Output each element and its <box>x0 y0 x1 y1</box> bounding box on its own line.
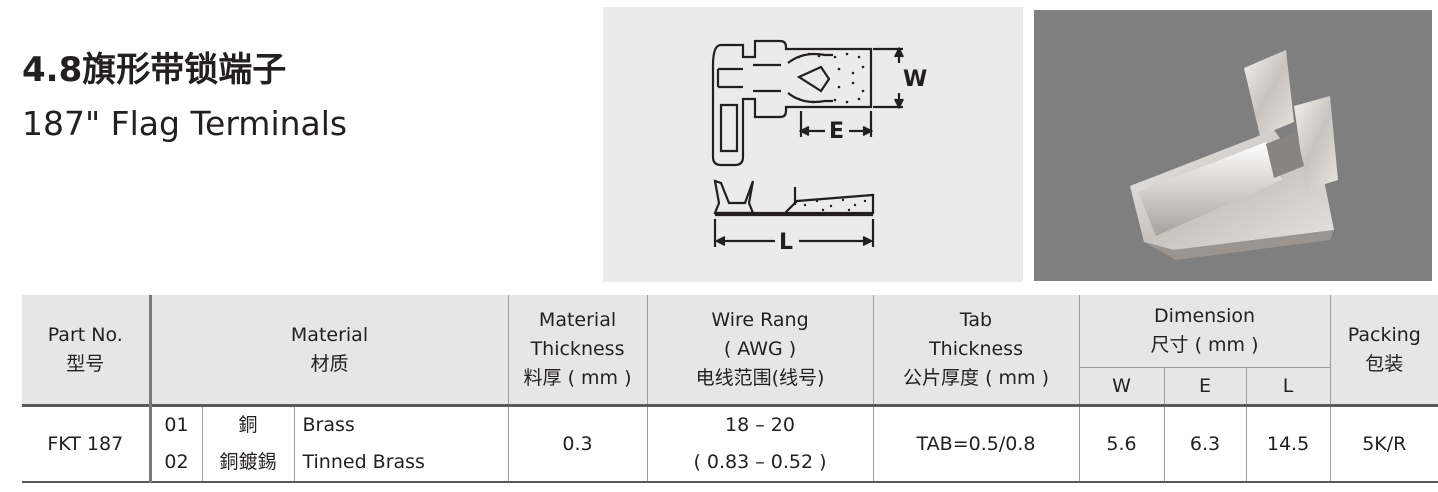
technical-drawing: W E L <box>603 7 1023 282</box>
table-row: FKT 187 01 銅 Brass 0.3 18 – 20 TAB=0.5/0… <box>22 404 1438 482</box>
terminal-photo-svg <box>1130 50 1338 260</box>
cell-packing: 5K/R <box>1329 404 1438 482</box>
cell-material-en: Brass <box>293 404 509 444</box>
cell-dim-l: 14.5 <box>1245 404 1331 482</box>
product-photo <box>1034 10 1432 281</box>
header-tab-thickness: Tab Thickness 公片厚度 ( mm ) <box>872 295 1080 406</box>
terminal-drawing-svg: W E L <box>711 39 927 255</box>
dimension-w-label: W <box>903 67 927 92</box>
header-material-thickness: Material Thickness 料厚 ( mm ) <box>507 295 648 406</box>
cell-wire-awg: 18 – 20 <box>646 404 874 444</box>
header-material: Material 材质 <box>148 295 509 406</box>
cell-tab: TAB=0.5/0.8 <box>872 404 1080 482</box>
header-part-no: Part No. 型号 <box>22 295 150 406</box>
cell-thickness: 0.3 <box>507 404 648 482</box>
cell-wire-mm: ( 0.83 – 0.52 ) <box>646 444 874 482</box>
cell-material-cn: 銅鍍錫 <box>201 444 294 482</box>
cell-material-en: Tinned Brass <box>293 444 509 482</box>
cell-dim-w: 5.6 <box>1078 404 1165 482</box>
header-packing: Packing 包装 <box>1329 295 1438 406</box>
dimension-e-label: E <box>829 119 844 144</box>
spec-table: Part No. 型号 Material 材质 Material Thickne… <box>22 295 1438 483</box>
cell-part-no: FKT 187 <box>22 404 150 482</box>
cell-material-cn: 銅 <box>201 404 294 444</box>
header-dim-w: W <box>1078 367 1165 406</box>
header-dim-e: E <box>1163 367 1247 406</box>
header-dim-l: L <box>1245 367 1331 406</box>
header-wire-range: Wire Rang ( AWG ) 电线范围(线号) <box>646 295 874 406</box>
page-title-english: 187" Flag Terminals <box>22 104 348 143</box>
cell-material-code: 01 <box>148 404 202 444</box>
page-title-chinese: 4.8旗形带锁端子 <box>22 50 287 90</box>
table-row: 02 銅鍍錫 Tinned Brass ( 0.83 – 0.52 ) <box>22 444 1438 482</box>
header-dimension: Dimension 尺寸 ( mm ) <box>1078 295 1331 368</box>
cell-dim-e: 6.3 <box>1163 404 1247 482</box>
cell-material-code: 02 <box>148 444 202 482</box>
dimension-l-label: L <box>779 230 793 255</box>
